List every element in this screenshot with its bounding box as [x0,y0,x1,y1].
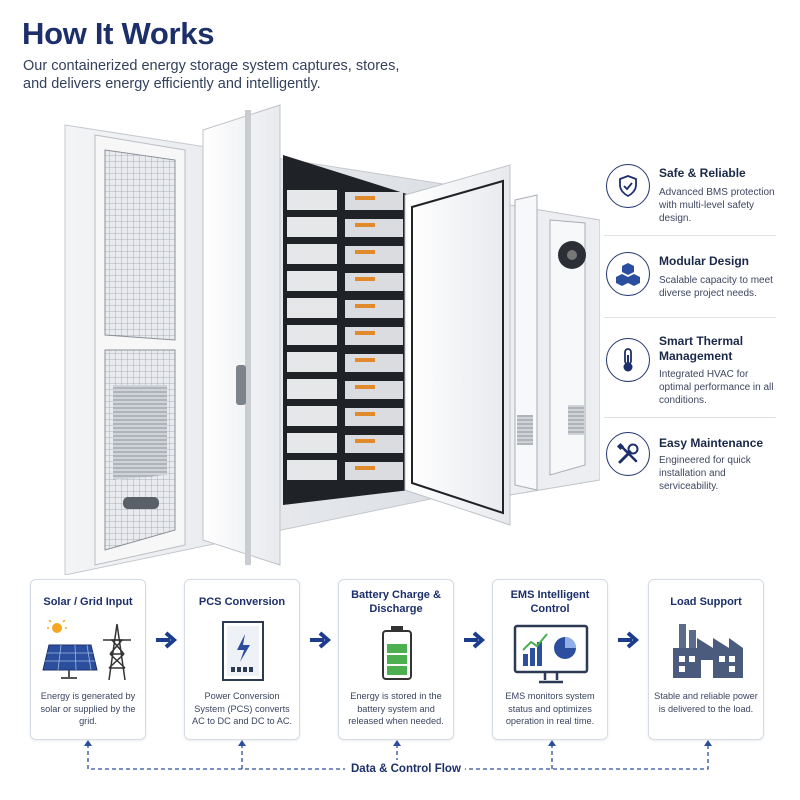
battery-module [345,462,403,480]
battery-cable [355,196,375,200]
battery-cable [355,250,375,254]
page-subtitle: Our containerized energy storage system … [23,58,400,92]
step-battery-charge-discharge: Battery Charge & Discharge Energy is sto… [338,579,454,740]
arrow-right-icon [156,631,178,649]
step-description: Power Conversion System (PCS) converts A… [191,691,293,726]
battery-cable [355,412,375,416]
battery-module [345,219,403,237]
battery-module [287,298,337,318]
step-title: PCS Conversion [198,596,286,608]
feature-description: Integrated HVAC for optimal performance … [659,369,774,406]
battery-module [287,271,337,291]
feature-description: Advanced BMS protection with multi-level… [659,187,775,224]
battery-cable [355,331,375,335]
battery-module [345,327,403,345]
step-title: Battery Charge & Discharge [351,589,441,615]
factory-icon [657,620,755,688]
feature-description: Engineered for quick installation and se… [659,455,751,492]
tools-icon [606,432,650,476]
feature-title: Smart Thermal Management [659,334,744,363]
pcs-unit-icon [193,620,291,688]
feature-thermal-management: Smart Thermal Management Integrated HVAC… [604,318,776,418]
shield-check-icon [606,164,650,208]
feature-description: Scalable capacity to meet diverse projec… [659,275,773,299]
battery-module [345,354,403,372]
step-pcs-conversion: PCS Conversion Power Conversion System (… [184,579,300,740]
cubes-icon [606,252,650,296]
battery-cable [355,385,375,389]
feature-list: Safe & Reliable Advanced BMS protection … [604,158,776,498]
arrow-right-icon [310,631,332,649]
feature-title: Safe & Reliable [659,166,746,180]
battery-module [345,435,403,453]
step-description: EMS monitors system status and optimizes… [505,691,595,726]
feature-safe-reliable: Safe & Reliable Advanced BMS protection … [604,158,776,236]
flow-label: Data & Control Flow [347,763,465,775]
step-description: Stable and reliable power is delivered t… [654,691,758,714]
battery-module [287,406,337,426]
page-title: How It Works [22,16,215,51]
monitor-chart-icon [501,620,599,688]
battery-module [287,460,337,480]
step-title: Load Support [670,596,742,608]
battery-module [287,244,337,264]
battery-cable [355,358,375,362]
solar-grid-icon [39,618,137,688]
battery-cable [355,223,375,227]
battery-cable [355,304,375,308]
step-description: Energy is generated by solar or supplied… [40,691,136,726]
energy-storage-cabinet-illustration [64,104,600,575]
feature-easy-maintenance: Easy Maintenance Engineered for quick in… [604,418,776,498]
battery-module [345,246,403,264]
battery-icon [347,620,445,688]
battery-module [345,273,403,291]
arrow-right-icon [464,631,486,649]
battery-module [287,379,337,399]
battery-module [345,192,403,210]
battery-module [287,217,337,237]
arrow-right-icon [618,631,640,649]
battery-module [287,190,337,210]
step-title: EMS Intelligent Control [510,589,590,615]
battery-cable [355,466,375,470]
thermometer-icon [606,338,650,382]
step-ems-intelligent-control: EMS Intelligent Control EMS monitors sys… [492,579,608,740]
battery-module [345,300,403,318]
step-solar-grid-input: Solar / Grid Input Energy is generated b… [30,579,146,740]
feature-title: Easy Maintenance [659,436,764,450]
battery-cable [355,439,375,443]
battery-cable [355,277,375,281]
step-description: Energy is stored in the battery system a… [348,691,444,726]
battery-module [345,408,403,426]
battery-module [287,433,337,453]
battery-module [345,381,403,399]
battery-module [287,352,337,372]
battery-module [287,325,337,345]
feature-title: Modular Design [659,254,750,268]
step-title: Solar / Grid Input [43,596,133,608]
feature-modular-design: Modular Design Scalable capacity to meet… [604,236,776,318]
step-load-support: Load Support Stable and reliable power i… [648,579,764,740]
